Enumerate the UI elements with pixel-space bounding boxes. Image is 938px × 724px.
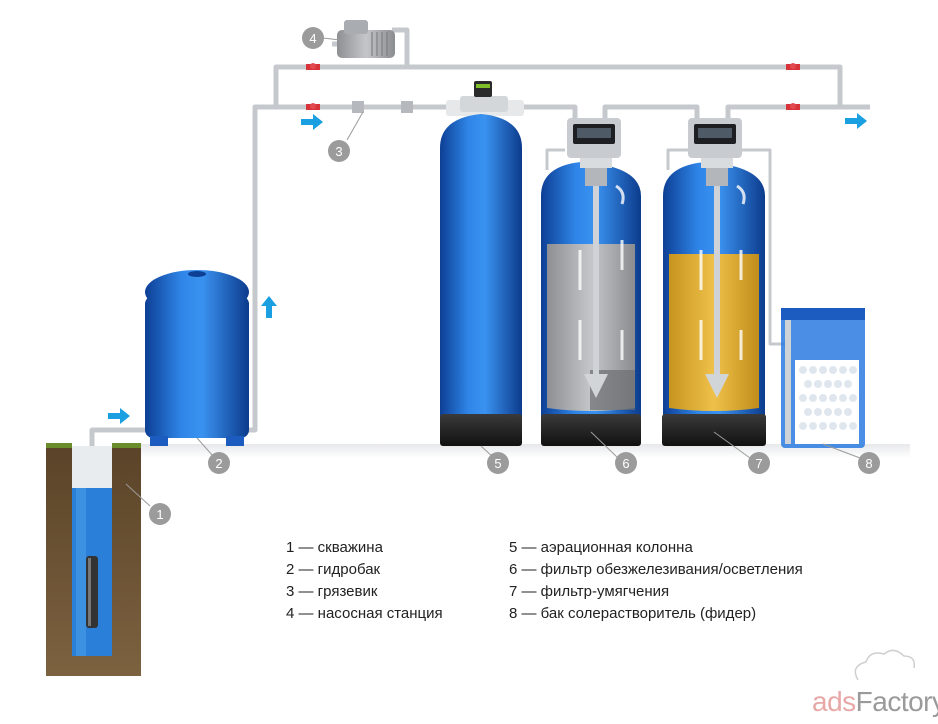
callout-label: 2 xyxy=(215,456,222,471)
arrow-right-icon xyxy=(845,113,867,129)
callout-3: 3 xyxy=(328,140,350,162)
callout-1: 1 xyxy=(149,503,171,525)
callout-label: 8 xyxy=(865,456,872,471)
legend-item: 1 — скважина xyxy=(286,539,383,556)
iron-filter xyxy=(541,118,641,446)
flow-arrows xyxy=(108,113,867,424)
callout-label: 4 xyxy=(309,31,316,46)
callout-7: 7 xyxy=(748,452,770,474)
pipe-upper-line xyxy=(273,64,843,107)
legend-right: 5 — аэрационная колонна 6 — фильтр обезж… xyxy=(509,537,803,625)
pipe-pump-right xyxy=(392,27,410,67)
valve-icon xyxy=(306,63,320,70)
aeration-column xyxy=(440,81,524,446)
callout-8: 8 xyxy=(858,452,880,474)
arrow-right-icon xyxy=(301,114,323,130)
cloud-icon xyxy=(854,649,916,681)
callout-label: 7 xyxy=(755,456,762,471)
callout-label: 1 xyxy=(156,507,163,522)
hydro-tank xyxy=(145,270,249,446)
brine-tank xyxy=(781,308,865,448)
callout-5: 5 xyxy=(487,452,509,474)
callout-label: 3 xyxy=(335,144,342,159)
valve-icon xyxy=(306,103,320,110)
callout-2: 2 xyxy=(208,452,230,474)
floor xyxy=(140,444,910,458)
pipe-drain-7 xyxy=(666,148,688,170)
legend-item: 3 — грязевик xyxy=(286,583,378,600)
arrow-up-icon xyxy=(261,296,277,318)
pipe-6-7 xyxy=(602,104,700,125)
legend-item: 4 — насосная станция xyxy=(286,605,443,622)
pipe-drain-6 xyxy=(545,148,565,170)
softener-filter xyxy=(662,118,766,446)
valve-icon xyxy=(786,63,800,70)
watermark-part1: ads xyxy=(812,686,856,717)
legend-item: 5 — аэрационная колонна xyxy=(509,539,693,556)
mud-trap xyxy=(352,101,364,113)
callout-4: 4 xyxy=(302,27,324,49)
arrow-right-icon xyxy=(108,408,130,424)
legend-item: 6 — фильтр обезжелезивания/осветления xyxy=(509,561,803,578)
callout-leaders xyxy=(125,37,861,507)
legend-item: 8 — бак солерастворитель (фидер) xyxy=(509,605,757,622)
callout-6: 6 xyxy=(615,452,637,474)
pump-station xyxy=(337,20,395,58)
legend-item: 2 — гидробак xyxy=(286,561,381,578)
watermark-part2: Factory xyxy=(855,686,938,717)
tee-joint xyxy=(401,101,413,113)
pipe-tank-riser xyxy=(246,104,480,433)
valves xyxy=(306,63,800,113)
callouts: 1 2 3 4 5 6 7 8 xyxy=(149,27,880,525)
pipes xyxy=(89,27,870,578)
valve-icon xyxy=(786,103,800,110)
callout-label: 6 xyxy=(622,456,629,471)
callout-label: 5 xyxy=(494,456,501,471)
legend-left: 1 — скважина 2 — гидробак 3 — грязевик 4… xyxy=(286,537,443,625)
legend-item: 7 — фильтр-умягчения xyxy=(509,583,670,600)
well xyxy=(46,443,141,676)
watermark-logo: adsFactory xyxy=(812,686,938,718)
internal-flow-arrows xyxy=(578,184,746,360)
pipe-brine xyxy=(742,148,790,346)
submersible-pump xyxy=(86,556,98,628)
